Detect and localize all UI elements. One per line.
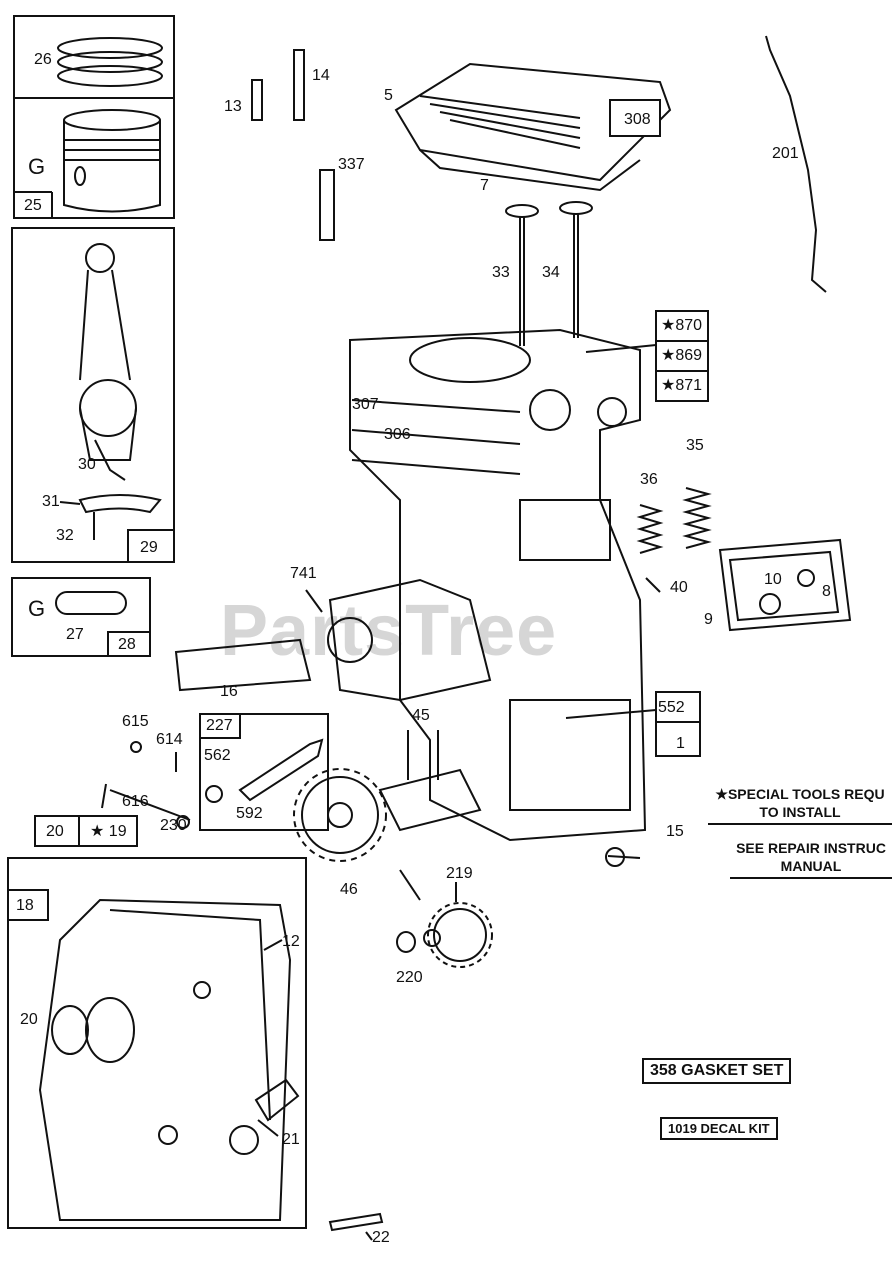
label-230: 230 <box>160 817 187 834</box>
label-45: 45 <box>412 707 430 724</box>
label-27: 27 <box>66 626 84 643</box>
label-870: ★870 <box>661 317 703 334</box>
label-20: 20 <box>20 1011 38 1028</box>
label-33: 33 <box>492 264 510 281</box>
label-741: 741 <box>290 565 317 582</box>
label-9: 9 <box>704 611 713 628</box>
label-10: 10 <box>764 571 782 588</box>
label-36: 36 <box>640 471 658 488</box>
rod-box-frame <box>11 227 175 563</box>
label-5: 5 <box>384 87 393 104</box>
label-871: ★871 <box>661 377 703 394</box>
label-592: 592 <box>236 805 263 822</box>
label-201: 201 <box>772 145 799 162</box>
label-12: 12 <box>282 933 300 950</box>
label-14: 14 <box>312 67 330 84</box>
label-28: 28 <box>118 636 136 653</box>
label-40: 40 <box>670 579 688 596</box>
gasket-set-label: 358 GASKET SET <box>642 1058 792 1084</box>
label-35: 35 <box>686 437 704 454</box>
label-308: 308 <box>624 111 651 128</box>
decal-kit-label: 1019 DECAL KIT <box>660 1117 778 1140</box>
label-337: 337 <box>338 156 365 173</box>
label-32: 32 <box>56 527 74 544</box>
label-220: 220 <box>396 969 423 986</box>
label-552: 552 <box>658 699 685 716</box>
label-34: 34 <box>542 264 560 281</box>
label-227: 227 <box>206 717 233 734</box>
label-869: ★869 <box>661 347 703 364</box>
label-1: 1 <box>676 735 685 752</box>
ring-2 <box>57 51 163 73</box>
label-29: 29 <box>140 539 158 556</box>
label-26: 26 <box>34 51 52 68</box>
ring-1 <box>57 37 163 59</box>
repair-manual-note: SEE REPAIR INSTRUC MANUAL <box>730 840 892 879</box>
label-562: 562 <box>204 747 231 764</box>
pin-box-frame <box>11 577 151 657</box>
label-18: 18 <box>16 897 34 914</box>
label-15: 15 <box>666 823 684 840</box>
label-306: 306 <box>384 426 411 443</box>
label-21: 21 <box>282 1131 300 1148</box>
label-22: 22 <box>372 1229 390 1246</box>
linkage-box-frame <box>199 713 329 831</box>
label-g-piston: G <box>28 154 46 179</box>
label-219: 219 <box>446 865 473 882</box>
watermark: PartsTree <box>220 591 558 671</box>
label-615: 615 <box>122 713 149 730</box>
label-box-20: 20 <box>46 823 64 840</box>
label-30: 30 <box>78 456 96 473</box>
label-box-19: ★ 19 <box>90 823 127 840</box>
label-13: 13 <box>224 98 242 115</box>
label-25: 25 <box>24 197 42 214</box>
sump-box-frame <box>7 857 307 1229</box>
ring-3 <box>57 65 163 87</box>
label-16: 16 <box>220 683 238 700</box>
label-8: 8 <box>822 583 831 600</box>
label-31: 31 <box>42 493 60 510</box>
label-614: 614 <box>156 731 183 748</box>
piston-box-frame <box>13 97 175 219</box>
label-7: 7 <box>480 177 489 194</box>
special-tools-note: ★SPECIAL TOOLS REQU TO INSTALL <box>708 786 892 825</box>
label-307: 307 <box>352 396 379 413</box>
engine-block <box>349 328 647 842</box>
label-46: 46 <box>340 881 358 898</box>
label-616: 616 <box>122 793 149 810</box>
label-g-pin: G <box>28 596 46 621</box>
